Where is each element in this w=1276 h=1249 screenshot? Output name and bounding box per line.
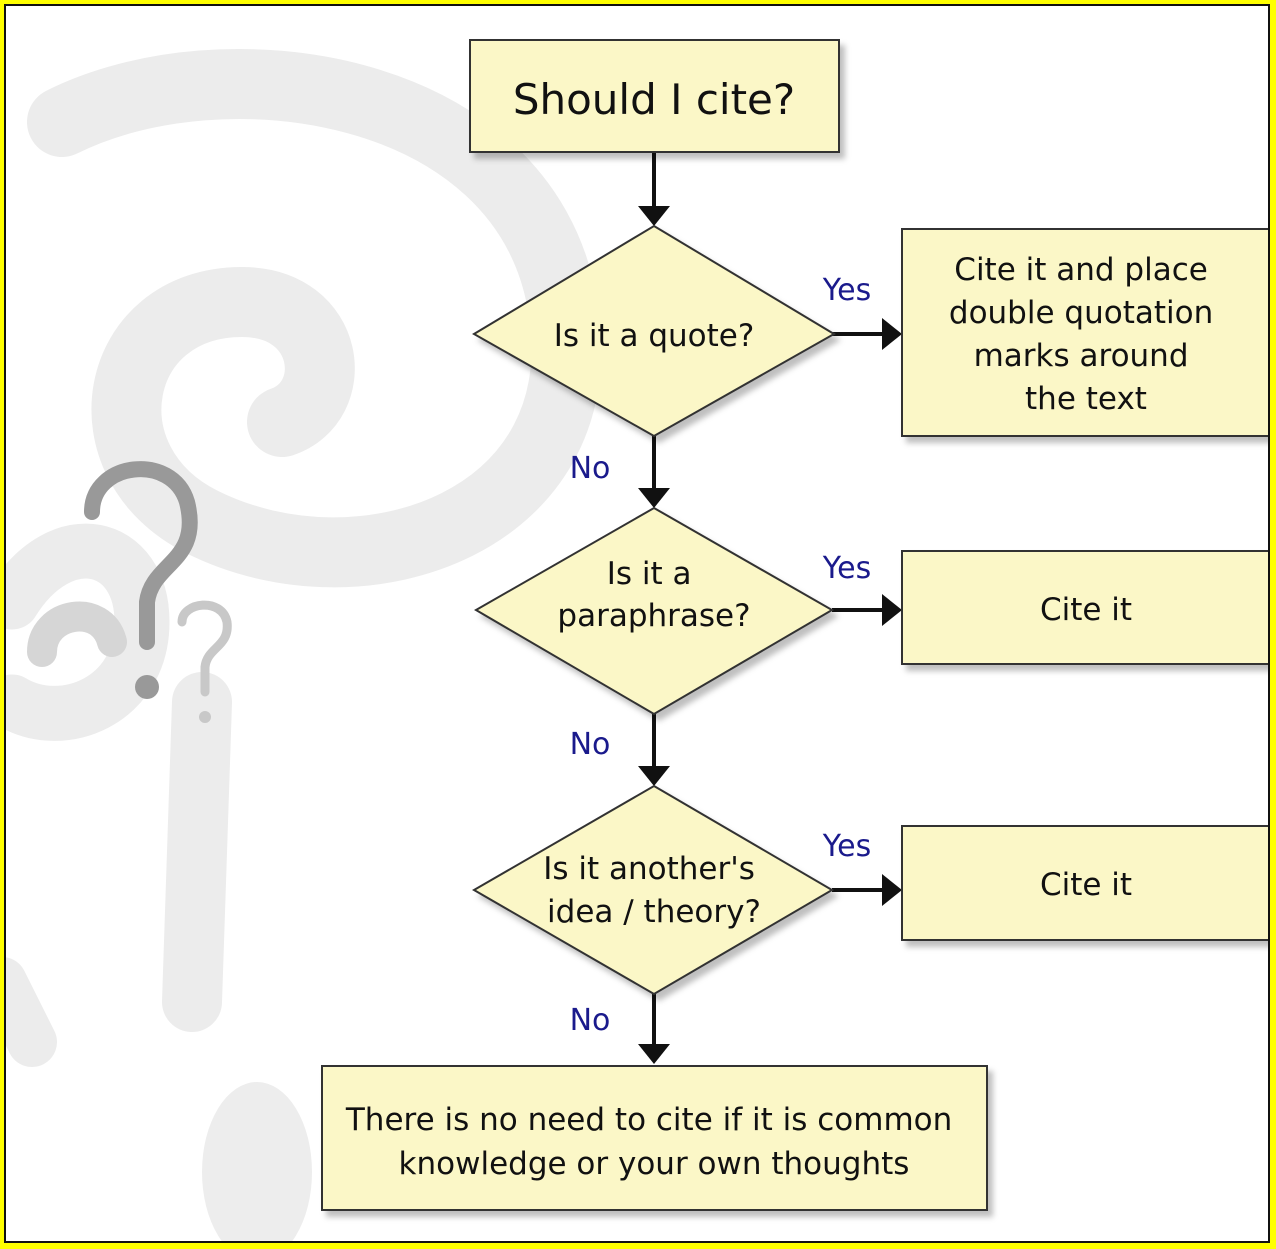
yes-label: Yes xyxy=(822,273,871,308)
end-node: There is no need to cite if it is common… xyxy=(321,1065,988,1211)
result-line: marks around xyxy=(974,338,1189,374)
result-paraphrase: Cite it xyxy=(901,550,1268,665)
end-line: There is no need to cite if it is common xyxy=(345,1102,952,1138)
result-quote: Cite it and place double quotation marks… xyxy=(901,228,1268,437)
decision-line: Is it another's xyxy=(543,851,755,887)
decision-line: paraphrase? xyxy=(557,598,750,634)
decision-paraphrase: Is it a paraphrase? xyxy=(474,506,834,716)
result-text: Cite it and place double quotation marks… xyxy=(949,252,1223,417)
result-line: double quotation xyxy=(949,295,1213,331)
background-swirl-decoration xyxy=(6,49,602,1067)
arrowhead-down-icon xyxy=(638,206,670,226)
result-idea: Cite it xyxy=(901,825,1268,941)
result-text: Cite it xyxy=(1040,592,1132,628)
decision-text: Is it a paraphrase? xyxy=(557,556,750,634)
decision-diamond xyxy=(472,224,836,438)
result-box xyxy=(901,550,1268,665)
result-line: Cite it and place xyxy=(954,252,1208,288)
end-text: There is no need to cite if it is common… xyxy=(345,1102,962,1182)
connectors xyxy=(638,152,902,1064)
start-text: Should I cite? xyxy=(513,75,795,124)
start-box xyxy=(469,39,840,153)
arrowhead-down-icon xyxy=(638,1044,670,1064)
result-line: the text xyxy=(1025,381,1147,417)
yes-label: Yes xyxy=(822,829,871,864)
arrowhead-right-icon xyxy=(882,874,902,906)
no-label: No xyxy=(570,727,611,762)
decision-diamond xyxy=(474,506,834,716)
no-label: No xyxy=(570,451,611,486)
decision-quote: Is it a quote? xyxy=(472,224,836,438)
arrowhead-down-icon xyxy=(638,488,670,508)
start-node: Should I cite? xyxy=(469,39,840,153)
yes-label: Yes xyxy=(822,551,871,586)
decision-diamond xyxy=(472,784,834,996)
decision-idea: Is it another's idea / theory? xyxy=(472,784,834,996)
arrowhead-down-icon xyxy=(638,766,670,786)
result-box xyxy=(901,228,1268,437)
arrowhead-right-icon xyxy=(882,318,902,350)
result-box xyxy=(901,825,1268,941)
page-frame: Should I cite? Is it a quote? Yes No Cit… xyxy=(4,4,1270,1243)
no-label: No xyxy=(570,1003,611,1038)
decision-text: Is it another's idea / theory? xyxy=(543,851,765,930)
arrowhead-right-icon xyxy=(882,594,902,626)
decision-line: Is it a xyxy=(607,556,692,592)
flowchart-canvas: Should I cite? Is it a quote? Yes No Cit… xyxy=(6,39,1268,1241)
decision-line: idea / theory? xyxy=(547,894,761,930)
decision-text: Is it a quote? xyxy=(554,318,755,354)
question-mark-decoration xyxy=(27,461,312,1241)
end-line: knowledge or your own thoughts xyxy=(399,1146,910,1182)
end-box xyxy=(321,1065,988,1211)
result-text: Cite it xyxy=(1040,867,1132,903)
